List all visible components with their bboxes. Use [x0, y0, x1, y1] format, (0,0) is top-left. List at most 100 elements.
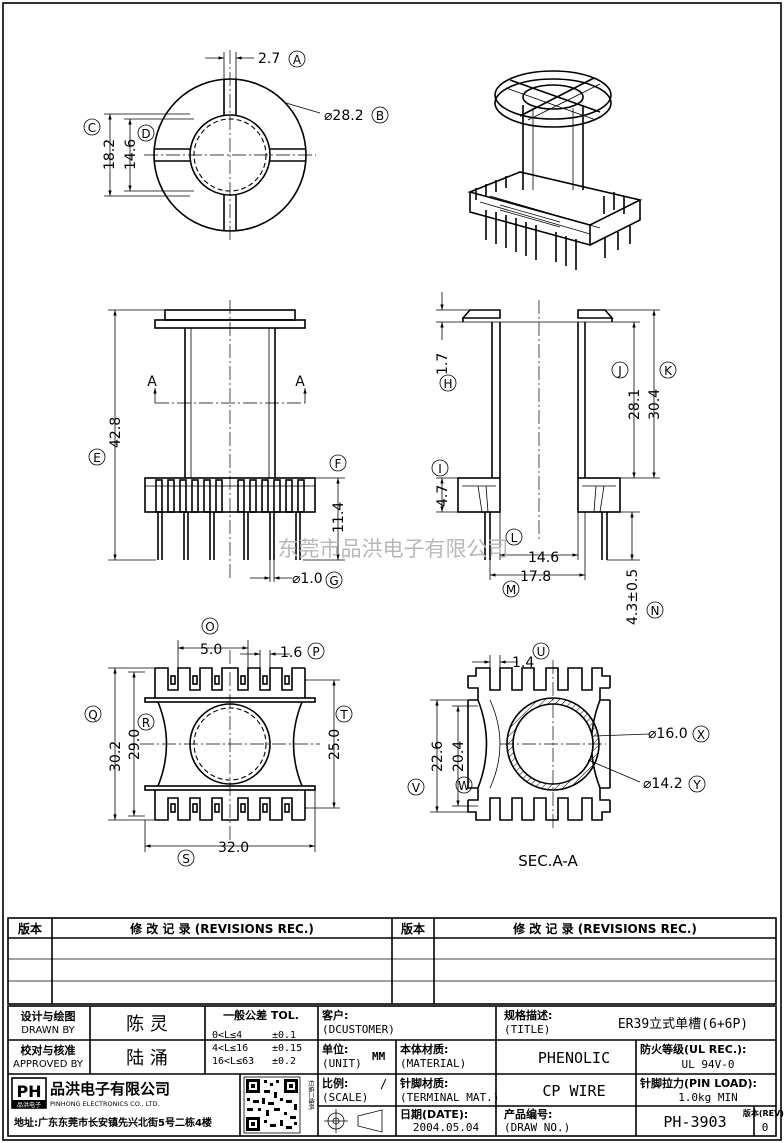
logo-subtext: 品洪电子 — [17, 1101, 41, 1109]
date-value: 2004.05.04 — [413, 1121, 480, 1134]
designer-label-cn: 设计与绘图 — [21, 1009, 76, 1023]
label-s: S — [182, 852, 190, 866]
dim-y-value: ⌀14.2 — [643, 776, 683, 792]
company-logo — [11, 1077, 47, 1109]
logo-text: PH — [16, 1082, 41, 1101]
material-label-en: (MATERIAL) — [400, 1057, 466, 1070]
ul-label: 防火等级(UL REC.): — [640, 1042, 746, 1056]
part-no-label-en: (DRAW NO.) — [504, 1121, 570, 1134]
dim-j-value: 28.1 — [627, 389, 643, 420]
label-f: F — [335, 457, 342, 471]
dim-c-value: 18.2 — [102, 139, 118, 170]
label-p: P — [312, 645, 319, 659]
label-g: G — [329, 574, 338, 588]
isometric-view — [467, 70, 643, 270]
label-d-circle — [137, 124, 155, 142]
unit-label-en: (UNIT) — [322, 1057, 362, 1070]
label-v: V — [412, 781, 421, 795]
dim-e-value: 42.8 — [108, 417, 124, 448]
rev-col-version-right: 版本 — [401, 921, 425, 936]
label-j: J — [617, 364, 622, 378]
label-y-circle — [688, 775, 706, 793]
bottom-view — [108, 640, 340, 852]
label-i: I — [438, 462, 442, 476]
revisions-table — [7, 917, 777, 1005]
label-q-circle — [84, 705, 102, 723]
dim-a-value: 2.7 — [258, 51, 280, 67]
label-i-circle — [431, 459, 449, 477]
dim-i-value: 4.7 — [435, 485, 451, 507]
section-mark-left: A — [147, 374, 157, 390]
section-title: SEC.A-A — [518, 852, 578, 870]
label-w: W — [458, 779, 470, 793]
rev-value: 0 — [762, 1121, 769, 1134]
material-label: 本体材质: — [400, 1042, 448, 1056]
label-u: U — [537, 645, 546, 659]
section-mark-right: A — [295, 374, 305, 390]
tol-value-2: ±0.15 — [272, 1043, 302, 1054]
qr-caption: 扫描二维码 — [307, 1080, 315, 1110]
label-h-circle — [439, 374, 457, 392]
label-r: R — [142, 716, 150, 730]
company-name-cn: 品洪电子有限公司 — [50, 1080, 170, 1098]
dim-w-value: 20.4 — [451, 741, 467, 772]
label-n-circle — [646, 601, 664, 619]
label-e-circle — [88, 448, 106, 466]
approver-label-cn: 校对与核准 — [21, 1043, 76, 1057]
dim-q-value: 30.2 — [108, 741, 124, 772]
pin-load-value: 1.0kg MIN — [678, 1091, 738, 1104]
label-n: N — [651, 604, 660, 618]
part-no-label: 产品编号: — [504, 1107, 552, 1121]
terminal-label: 针脚材质: — [400, 1076, 448, 1090]
label-j-circle — [611, 361, 629, 379]
label-o: O — [205, 620, 214, 634]
dim-p-value: 1.6 — [280, 645, 302, 661]
title-label-en: (TITLE) — [504, 1023, 550, 1036]
label-v-circle — [407, 778, 425, 796]
dim-x-value: ⌀16.0 — [648, 726, 688, 742]
rev-col-record-left: 修 改 记 录 (REVISIONS REC.) — [129, 921, 314, 936]
section-view — [430, 655, 651, 830]
unit-value: MM — [372, 1050, 386, 1063]
dim-f-value: 11.4 — [331, 502, 347, 533]
dim-l-value: 14.6 — [528, 550, 559, 566]
label-t: T — [339, 708, 348, 722]
label-d: D — [141, 127, 150, 141]
scale-label-en: (SCALE) — [322, 1091, 368, 1104]
label-q: Q — [88, 708, 97, 722]
approver-label-en: APPROVED BY — [13, 1059, 84, 1070]
approver-name: 陆 涌 — [126, 1048, 168, 1069]
top-view — [104, 50, 321, 240]
label-e: E — [93, 451, 101, 465]
label-y: Y — [692, 778, 701, 792]
label-s-circle — [177, 849, 195, 867]
designer-name: 陈 灵 — [126, 1014, 168, 1035]
label-u-circle — [532, 642, 550, 660]
dim-h-value: 1.7 — [435, 353, 451, 375]
dim-m-value: 17.8 — [520, 569, 551, 585]
dim-k-value: 30.4 — [647, 389, 663, 420]
label-k-circle — [659, 361, 677, 379]
rev-col-version-left: 版本 — [18, 921, 42, 936]
qr-code — [243, 1076, 301, 1134]
label-c: C — [88, 121, 96, 135]
dim-v-value: 22.6 — [430, 741, 446, 772]
scale-label: 比例: — [322, 1076, 348, 1090]
company-name-en: PINHONG ELECTRONICS CO., LTD. — [50, 1100, 160, 1108]
label-t-circle — [335, 705, 353, 723]
projection-symbol — [324, 1109, 383, 1133]
watermark: 东莞市品洪电子有限公司 — [278, 537, 509, 561]
dim-n-value: 4.3±0.5 — [625, 569, 641, 625]
customer-label-en: (DCUSTOMER) — [322, 1023, 395, 1036]
side-view — [436, 292, 660, 580]
label-a-circle — [288, 50, 306, 68]
label-x: X — [697, 728, 705, 742]
label-k: K — [664, 364, 673, 378]
label-l: L — [511, 531, 518, 545]
ul-value: UL 94V-0 — [682, 1058, 735, 1071]
customer-label: 客户: — [321, 1008, 348, 1022]
label-b: B — [376, 109, 384, 123]
label-m: M — [506, 583, 516, 597]
